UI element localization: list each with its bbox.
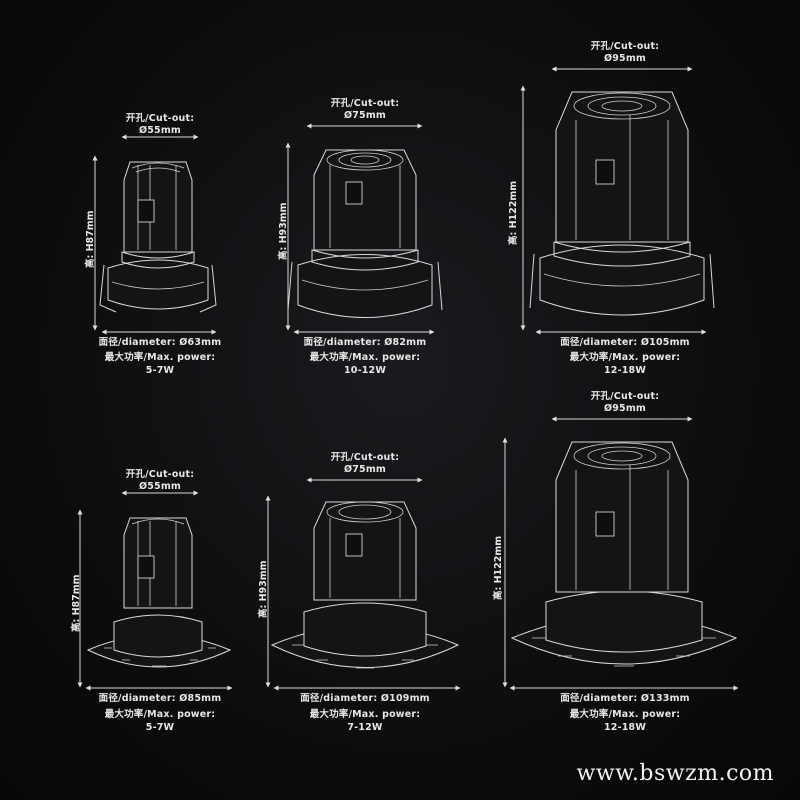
power-value: 12-18W [603, 722, 647, 733]
drawing-top-small [92, 134, 217, 335]
power-value: 5-7W [145, 722, 175, 733]
connector [345, 181, 363, 205]
trim-ring [545, 590, 703, 653]
cutout-label: 开孔/Cut-out: [125, 469, 195, 480]
diameter-label: 面径/diameter: Ø133mm [560, 693, 690, 704]
power-label: 最大功率/Max. power: [569, 352, 681, 363]
neck-ring [121, 251, 195, 269]
power-value: 10-12W [343, 365, 387, 376]
diameter-label: 面径/diameter: Ø82mm [303, 337, 427, 348]
trim-ring [113, 614, 203, 658]
trim-ring [297, 254, 433, 318]
power-label: 最大功率/Max. power: [309, 709, 421, 720]
diameter-label: 面径/diameter: Ø63mm [98, 337, 222, 348]
connector [595, 159, 615, 185]
cutout-label: 开孔/Cut-out: [330, 452, 400, 463]
cutout-value: Ø55mm [138, 125, 182, 136]
trim-ring [303, 602, 427, 657]
power-label: 最大功率/Max. power: [104, 709, 216, 720]
power-value: 12-18W [603, 365, 647, 376]
trim-ring [107, 259, 209, 310]
power-label: 最大功率/Max. power: [569, 709, 681, 720]
housing [555, 91, 689, 243]
cutout-value: Ø95mm [603, 53, 647, 64]
power-value: 7-12W [347, 722, 383, 733]
housing [123, 161, 193, 253]
diameter-label: 面径/diameter: Ø109mm [300, 693, 430, 704]
connector [595, 511, 615, 537]
drawing-bottom-small [77, 490, 233, 691]
neck-ring [553, 241, 691, 267]
diameter-label: 面径/diameter: Ø105mm [560, 337, 690, 348]
cutout-label: 开孔/Cut-out: [330, 98, 400, 109]
connector [345, 533, 363, 557]
power-value: 5-7W [145, 365, 175, 376]
diameter-label: 面径/diameter: Ø85mm [98, 693, 222, 704]
drawing-bottom-medium [265, 477, 461, 691]
spring-clip [529, 253, 715, 309]
connector [137, 199, 155, 223]
cutout-label: 开孔/Cut-out: [590, 391, 660, 402]
housing [313, 501, 417, 601]
cutout-label: 开孔/Cut-out: [125, 113, 195, 124]
power-label: 最大功率/Max. power: [309, 352, 421, 363]
cutout-value: Ø75mm [343, 110, 387, 121]
housing [555, 441, 689, 593]
drawing-bottom-large [502, 416, 739, 691]
spring-clip [99, 264, 217, 313]
watermark: www.bswzm.com [576, 761, 774, 786]
housing [313, 149, 417, 251]
cutout-value: Ø95mm [603, 403, 647, 414]
neck-ring [311, 249, 419, 271]
cutout-label: 开孔/Cut-out: [590, 41, 660, 52]
power-label: 最大功率/Max. power: [104, 352, 216, 363]
connector [137, 555, 155, 579]
cutout-value: Ø75mm [343, 464, 387, 475]
drawing-top-large [520, 66, 715, 335]
drawing-top-medium [285, 123, 443, 335]
trim-ring [539, 244, 705, 316]
cutout-value: Ø55mm [138, 481, 182, 492]
spring-clip [287, 261, 443, 311]
housing [123, 517, 193, 609]
